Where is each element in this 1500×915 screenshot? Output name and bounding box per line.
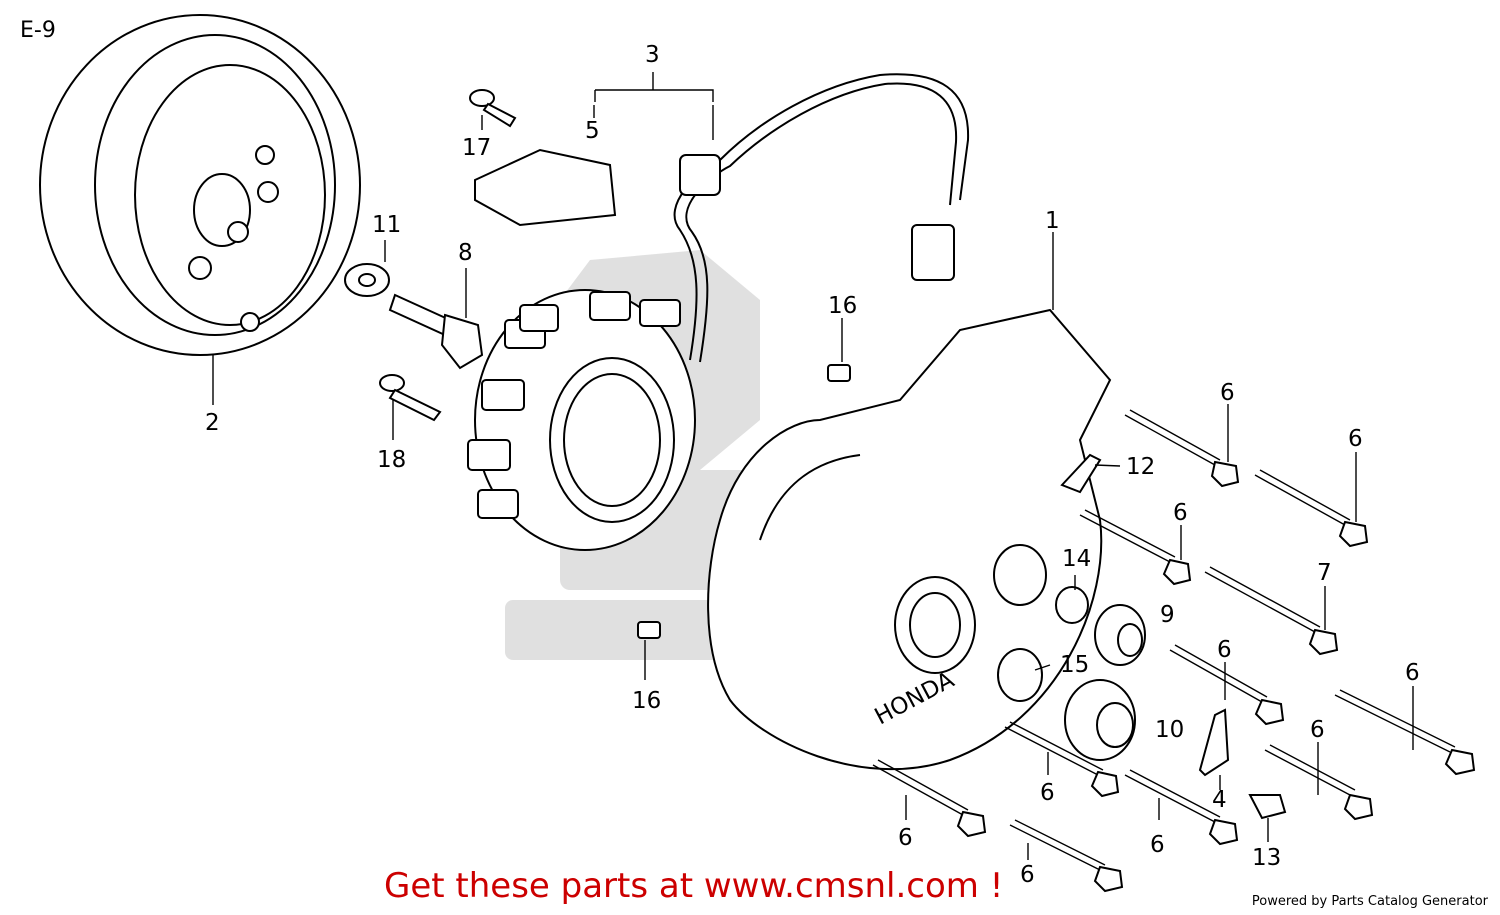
oring-15-part[interactable] — [997, 648, 1043, 702]
bracket-4-part[interactable] — [1198, 708, 1230, 777]
clip-13-part[interactable] — [1248, 794, 1287, 820]
bracket-12-part[interactable] — [1060, 453, 1102, 494]
stator-part[interactable] — [467, 289, 696, 551]
cover-bolts[interactable] — [872, 409, 1476, 893]
diagram-code: E-9 — [20, 18, 56, 43]
callout-6-a: 6 — [1220, 380, 1235, 406]
callout-6-g: 6 — [1040, 780, 1055, 806]
leader-lines — [212, 72, 1414, 860]
wire-harness[interactable] — [673, 73, 970, 363]
cap-9-part[interactable] — [1094, 604, 1146, 666]
screw-18-part[interactable] — [379, 374, 442, 422]
bolt-17-part[interactable] — [469, 89, 517, 128]
callout-6-b: 6 — [1348, 426, 1363, 452]
callout-8: 8 — [458, 240, 473, 266]
callout-7: 7 — [1317, 560, 1332, 586]
callout-3: 3 — [645, 42, 660, 68]
callout-6-c: 6 — [1173, 500, 1188, 526]
callout-14: 14 — [1062, 546, 1091, 572]
callout-4: 4 — [1212, 787, 1227, 813]
oring-14-part[interactable] — [1055, 586, 1089, 624]
washer-part[interactable] — [344, 263, 390, 297]
callout-9: 9 — [1160, 602, 1175, 628]
dowel-pin-upper[interactable] — [827, 364, 851, 382]
callout-10: 10 — [1155, 717, 1184, 743]
callout-5: 5 — [585, 118, 600, 144]
flywheel-bolt-part[interactable] — [388, 293, 484, 370]
callout-6-d: 6 — [1217, 637, 1232, 663]
callout-18: 18 — [377, 447, 406, 473]
callout-6-j: 6 — [1020, 862, 1035, 888]
callout-6-e: 6 — [1405, 660, 1420, 686]
callout-11: 11 — [372, 212, 401, 238]
callout-12: 12 — [1126, 454, 1155, 480]
callout-17: 17 — [462, 135, 491, 161]
flywheel-part[interactable] — [39, 14, 361, 356]
callout-16-upper: 16 — [828, 293, 857, 319]
callout-6-i: 6 — [898, 825, 913, 851]
credit-text: Powered by Parts Catalog Generator — [1251, 894, 1488, 909]
callout-6-f: 6 — [1310, 717, 1325, 743]
callout-6-h: 6 — [1150, 832, 1165, 858]
callout-16-lower: 16 — [632, 688, 661, 714]
callout-13: 13 — [1252, 845, 1281, 871]
crankcase-cover-part[interactable]: HONDA — [707, 308, 1112, 771]
wire-clamp-part[interactable] — [474, 148, 617, 227]
callout-2: 2 — [205, 410, 220, 436]
callout-15: 15 — [1060, 652, 1089, 678]
cta-link[interactable]: Get these parts at www.cmsnl.com ! — [384, 866, 1004, 906]
cap-10-part[interactable] — [1064, 679, 1136, 761]
dowel-pin-lower[interactable] — [637, 621, 661, 639]
callout-1: 1 — [1045, 208, 1060, 234]
